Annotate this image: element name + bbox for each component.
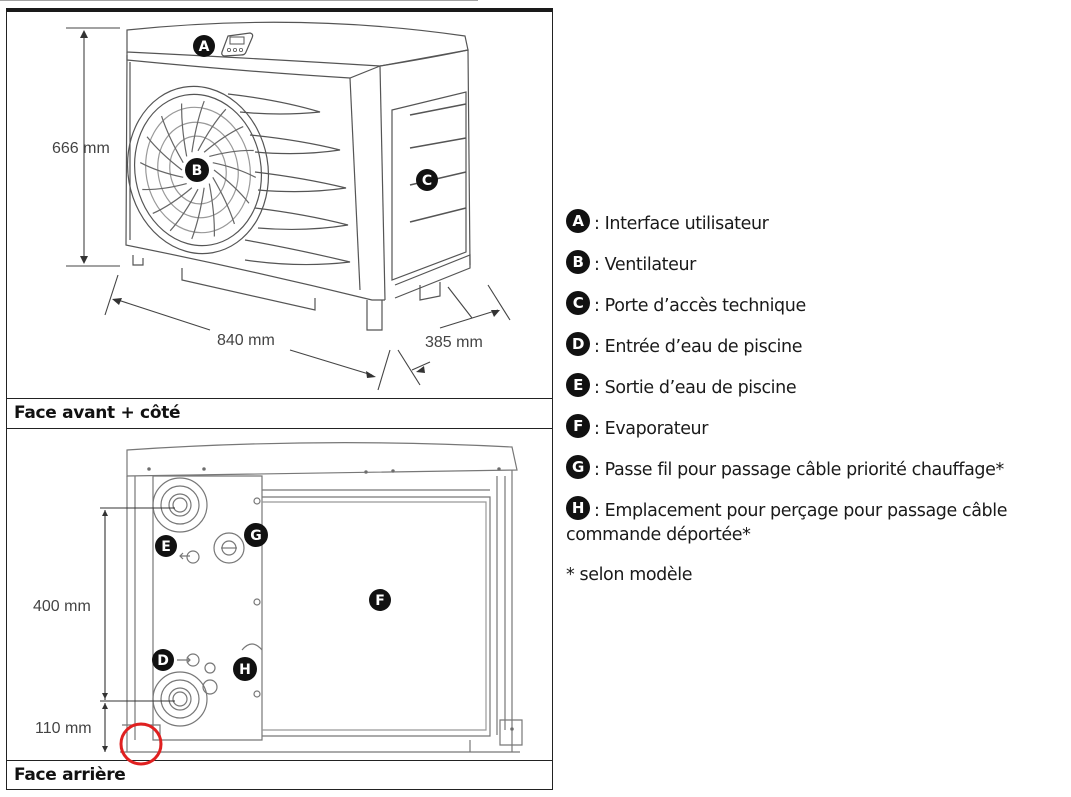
row-divider	[6, 428, 553, 429]
legend-text: : Emplacement pour perçage pour passage …	[566, 499, 1008, 547]
fan-blade	[197, 108, 227, 152]
dimension-lines-rear	[100, 507, 175, 752]
badge-f-icon: F	[566, 414, 590, 438]
legend-item-a: A : Interface utilisateur	[566, 209, 1066, 253]
fan-blade	[142, 182, 187, 191]
marker-a: A	[193, 35, 215, 57]
dim-110: 110 mm	[35, 720, 92, 737]
arrowheads	[80, 30, 500, 378]
fan-blade	[212, 177, 236, 225]
svg-text:D: D	[157, 653, 169, 669]
legend-text: : Porte d’accès technique	[594, 296, 806, 316]
legend-item-g: G : Passe fil pour passage câble priorit…	[566, 455, 1066, 499]
dim-width: 840 mm	[217, 332, 275, 349]
heat-pump-rear-illustration	[120, 442, 523, 753]
legend-item-d: D : Entrée d’eau de piscine	[566, 332, 1066, 376]
badge-h-icon: H	[566, 496, 590, 520]
badge-g-icon: G	[566, 455, 590, 479]
figure-table	[6, 8, 553, 790]
caption-rear: Face arrière	[14, 765, 126, 785]
marker-b: B	[185, 158, 209, 182]
fan-blade	[191, 187, 205, 240]
legend-text: : Interface utilisateur	[594, 214, 769, 234]
svg-text:G: G	[250, 528, 262, 544]
legend-text: : Evaporateur	[594, 419, 709, 439]
svg-text:A: A	[199, 39, 210, 55]
fan-blade	[213, 169, 250, 204]
legend: A : Interface utilisateur B : Ventilateu…	[566, 209, 1066, 587]
legend-item-f: F : Evaporateur	[566, 414, 1066, 458]
badge-c-icon: C	[566, 291, 590, 315]
svg-text:E: E	[161, 539, 171, 555]
badge-a-icon: A	[566, 209, 590, 233]
dimension-lines-front	[0, 0, 511, 391]
fan-blade	[212, 162, 257, 178]
row-divider	[6, 760, 553, 761]
legend-item-e: E : Sortie d’eau de piscine	[566, 373, 1066, 417]
marker-d: D	[152, 649, 174, 671]
legend-text-line2: commande déportée*	[566, 525, 751, 545]
fan-blade	[139, 162, 184, 178]
dim-400: 400 mm	[33, 598, 91, 615]
control-panel-icon	[221, 32, 254, 57]
marker-f: F	[369, 589, 391, 611]
badge-d-icon: D	[566, 332, 590, 356]
legend-text: : Sortie d’eau de piscine	[594, 378, 797, 398]
row-divider	[6, 398, 553, 399]
badge-e-icon: E	[566, 373, 590, 397]
legend-item-c: C : Porte d’accès technique	[566, 291, 1066, 335]
footnote: * selon modèle	[566, 565, 693, 585]
svg-text:C: C	[422, 173, 432, 189]
legend-text: : Entrée d’eau de piscine	[594, 337, 803, 357]
marker-c: C	[416, 169, 438, 191]
highlight-circle	[119, 722, 163, 766]
marker-h: H	[233, 657, 257, 681]
fan-blade	[191, 100, 205, 153]
marker-g: G	[244, 523, 268, 547]
marker-e: E	[155, 535, 177, 557]
svg-text:B: B	[192, 163, 203, 179]
fan-blade	[152, 187, 193, 215]
svg-text:F: F	[375, 593, 385, 609]
fan-blade	[169, 188, 199, 232]
dim-depth: 385 mm	[425, 334, 483, 351]
heat-pump-front-illustration	[125, 21, 471, 331]
legend-text-line1: : Emplacement pour perçage pour passage …	[594, 501, 1008, 521]
fan-blade	[208, 183, 215, 237]
svg-text:H: H	[239, 662, 251, 678]
badge-b-icon: B	[566, 250, 590, 274]
legend-item-b: B : Ventilateur	[566, 250, 1066, 294]
legend-text: : Ventilateur	[594, 255, 696, 275]
fan-blade	[209, 149, 254, 158]
fan-grille-icon	[126, 85, 270, 255]
legend-text: : Passe fil pour passage câble priorité …	[594, 460, 1004, 480]
fan-blade	[160, 115, 184, 163]
fan-blade	[203, 125, 244, 153]
fan-blade	[146, 136, 183, 171]
fan-blade	[181, 103, 188, 157]
dim-height: 666 mm	[52, 140, 110, 157]
legend-item-h: H : Emplacement pour perçage pour passag…	[566, 496, 1066, 547]
caption-front-side: Face avant + côté	[14, 403, 181, 423]
